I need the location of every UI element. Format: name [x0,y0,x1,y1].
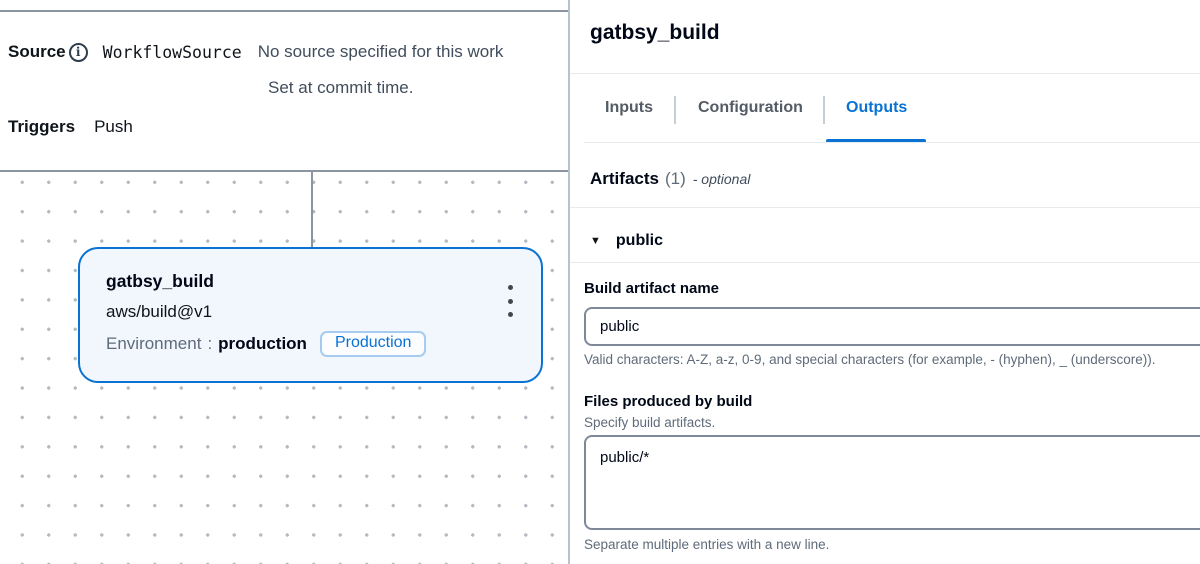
files-produced-label: Files produced by build [584,393,753,410]
triggers-value: Push [94,117,133,136]
section-divider [570,262,1200,263]
triggers-label: Triggers [8,117,76,136]
node-environment-row: Environment : production Production [106,331,427,357]
build-artifact-name-label: Build artifact name [584,280,720,297]
tab-separator [823,96,825,124]
environment-label: Environment [106,334,202,353]
artifacts-count: (1) [664,169,686,188]
tab-outputs[interactable]: Outputs [846,99,908,116]
environment-value: production [218,334,307,353]
panel-title: gatbsy_build [590,21,720,44]
source-note-line2: Set at commit time. [268,78,414,97]
kebab-menu-icon[interactable] [503,285,517,317]
files-description: Specify build artifacts. [584,415,716,430]
workflow-canvas-region: Source i WorkflowSource No source specif… [0,0,568,564]
files-produced-textarea[interactable]: public/* [584,435,1200,530]
node-title: gatbsy_build [106,271,214,291]
artifacts-optional-flag: - optional [692,171,751,187]
build-artifact-name-input[interactable] [584,307,1200,346]
node-connector-line [311,172,313,247]
artifacts-header: Artifacts (1) - optional [590,169,750,189]
source-name: WorkflowSource [102,42,242,62]
workflow-graph-canvas[interactable]: gatbsy_build aws/build@v1 Environment : … [0,170,568,564]
action-properties-panel: gatbsy_build Inputs Configuration Output… [570,0,1200,564]
tab-inputs[interactable]: Inputs [605,99,653,116]
tab-separator [674,96,676,124]
source-row: Source i WorkflowSource No source specif… [8,42,503,62]
artifact-expander-public[interactable]: ▼ public [590,232,663,250]
source-label: Source [8,42,66,61]
artifacts-label: Artifacts [590,169,659,188]
info-icon[interactable]: i [68,42,88,62]
active-tab-underline [826,139,926,143]
caret-down-icon: ▼ [590,235,601,247]
environment-colon: : [207,334,213,353]
triggers-row: Triggers Push [8,117,133,137]
node-action-id: aws/build@v1 [106,302,213,321]
title-divider [570,73,1200,74]
source-note-line1: No source specified for this work [257,42,504,61]
action-node-gatbsy-build[interactable]: gatbsy_build aws/build@v1 Environment : … [78,247,543,383]
panel-split-divider [568,0,570,564]
section-divider [570,207,1200,208]
name-constraint-text: Valid characters: A-Z, a-z, 0-9, and spe… [584,352,1156,367]
environment-badge: Production [319,331,427,357]
artifact-expander-label: public [615,232,663,249]
top-divider [0,10,568,12]
tabs-bottom-rule [584,142,1200,143]
tab-configuration[interactable]: Configuration [698,99,803,116]
files-constraint-text: Separate multiple entries with a new lin… [584,537,830,552]
